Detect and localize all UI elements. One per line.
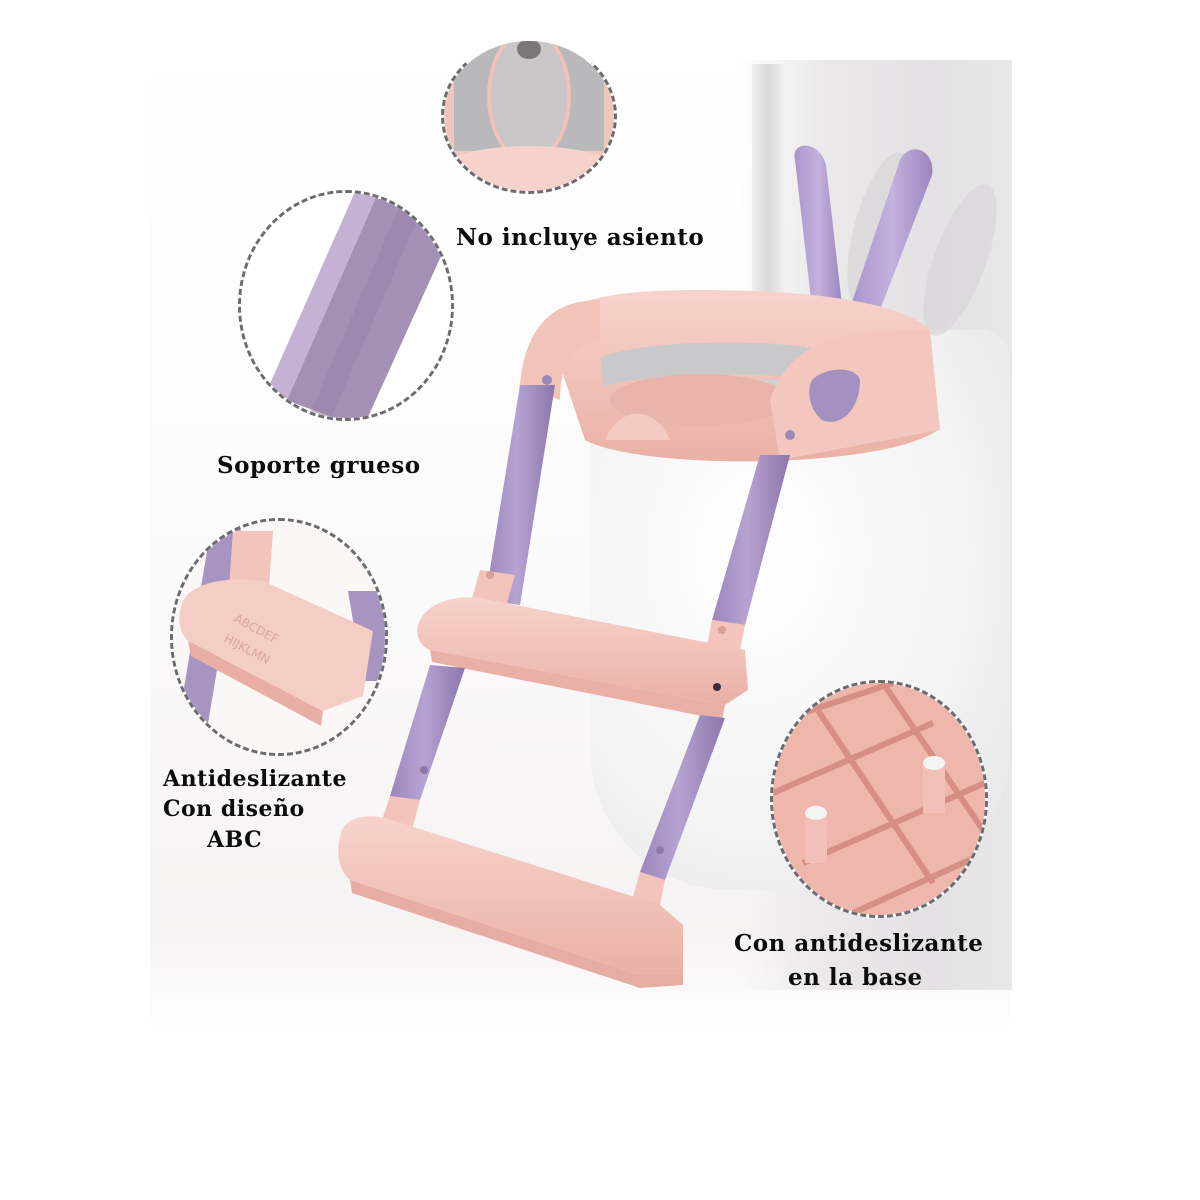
label-support-line-1: Soporte grueso bbox=[217, 452, 421, 479]
label-base: Con antideslizante en la base bbox=[734, 930, 983, 991]
label-support: Soporte grueso bbox=[217, 452, 421, 480]
label-steps-line-2: Con diseño bbox=[163, 796, 305, 823]
wall-pipe bbox=[752, 64, 786, 304]
label-seat-line-1: No incluye asiento bbox=[456, 224, 705, 251]
label-steps-line-1: Antideslizante bbox=[163, 766, 347, 792]
label-seat: No incluye asiento bbox=[456, 224, 704, 252]
abc-step-closeup-image: ABCDEF HIJKLMN bbox=[173, 521, 385, 753]
label-steps-line-3: ABC bbox=[207, 826, 263, 853]
callout-step-abc-detail: ABCDEF HIJKLMN bbox=[170, 518, 388, 756]
base-underside-closeup-image bbox=[773, 683, 985, 915]
label-steps: Antideslizante Con diseño ABC bbox=[163, 766, 347, 853]
label-base-line-2: en la base bbox=[788, 963, 923, 991]
label-base-line-1: Con antideslizante bbox=[734, 930, 984, 957]
callout-base-detail bbox=[770, 680, 988, 918]
callout-support-detail bbox=[238, 190, 454, 421]
support-tube-closeup-image bbox=[241, 193, 451, 418]
seat-closeup-image bbox=[444, 41, 614, 191]
callout-seat-detail bbox=[441, 38, 617, 194]
